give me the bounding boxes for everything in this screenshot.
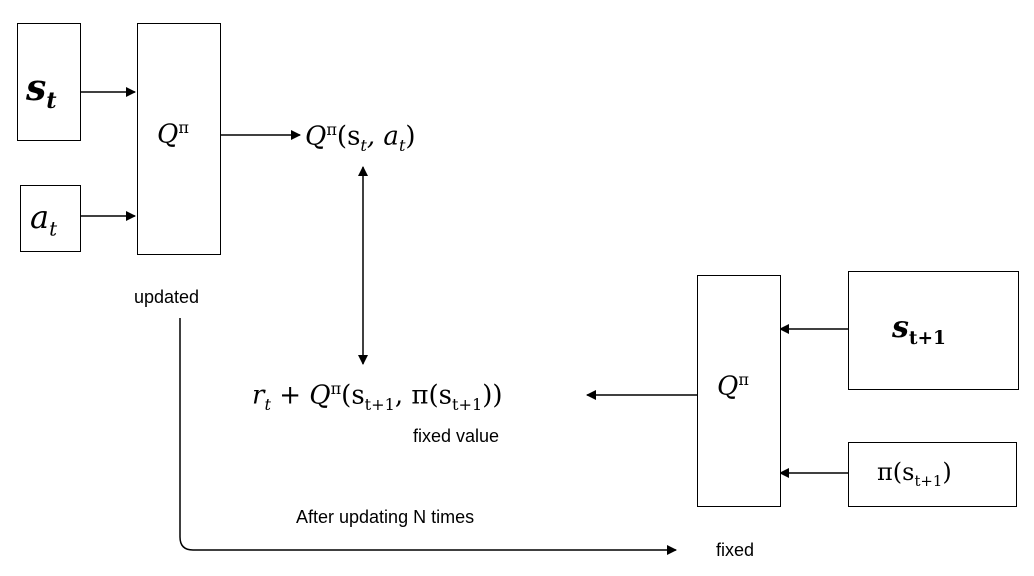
after-updating-label: After updating N times [296,507,475,527]
updated-q-output: Qπ(st, at) [305,120,416,155]
updated-label: updated [134,287,200,307]
action-input-box [20,185,81,252]
next-policy-input-box [848,442,1017,507]
next-state-input-box [848,271,1019,390]
updated-q-network-box [137,23,221,255]
target-expression: rt + Qπ(st+1, π(st+1)) [252,379,503,414]
fixed-q-network-symbol: Qπ [717,370,749,402]
updated-q-network-symbol: Qπ [157,118,189,150]
next-state-input-symbol: st+1 [892,310,946,349]
state-input-symbol: st [26,67,57,115]
fixed-q-network-box [697,275,781,507]
arrow-after-updating [179,318,677,555]
next-policy-input-symbol: π(st+1) [877,458,952,490]
state-input-box [17,23,81,141]
fixed-value-label: fixed value [413,426,500,446]
fixed-label: fixed [716,540,755,560]
action-input-symbol: at [30,198,58,241]
